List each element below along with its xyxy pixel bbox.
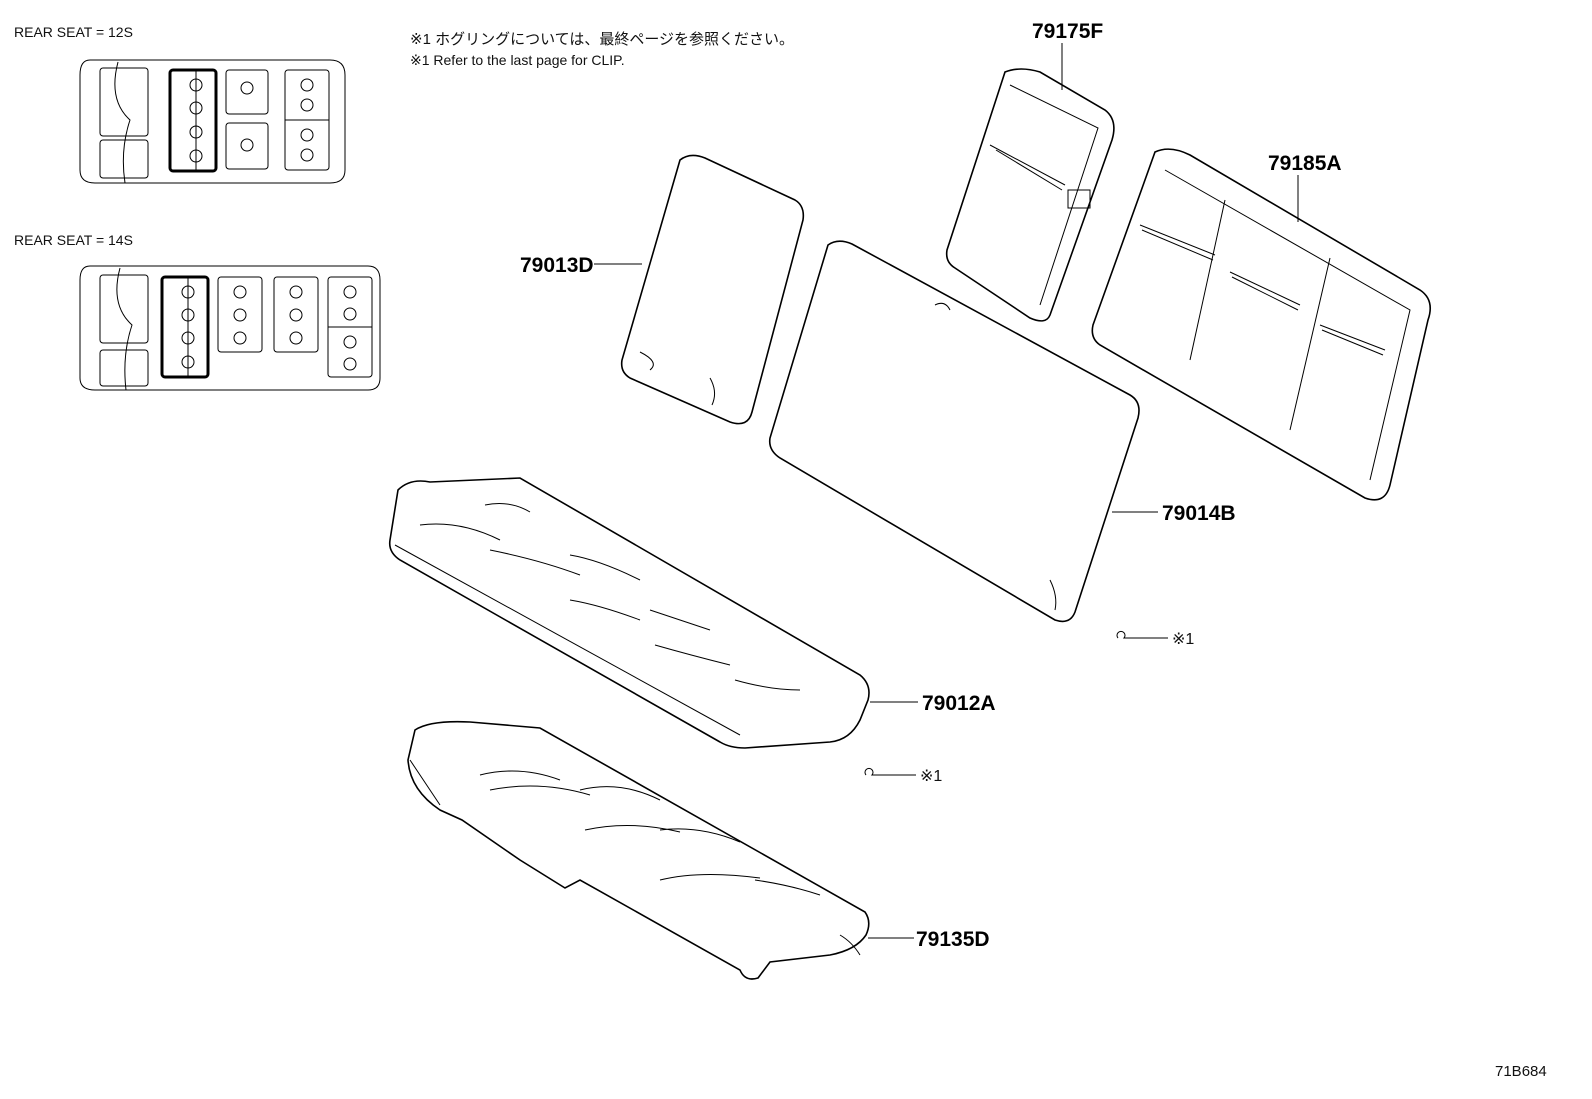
inset-rear-seat-12s: REAR SEAT = 12S [14, 24, 346, 184]
part-number-79013D[interactable]: 79013D [520, 254, 594, 277]
clip-ref-a-label: ※1 [1172, 631, 1194, 648]
clip-ref-b-label: ※1 [920, 768, 942, 785]
figure-id: 71B684 [1495, 1063, 1547, 1080]
seat-cushion-pad [388, 477, 870, 749]
inset-12s-label: REAR SEAT = 12S [14, 24, 133, 40]
highlighted-seat-14s [160, 275, 210, 379]
seat-cushion-cover [407, 720, 870, 980]
part-number-79012A[interactable]: 79012A [922, 692, 996, 715]
note-english: ※1 Refer to the last page for CLIP. [410, 52, 625, 68]
seatback-pad-small [620, 154, 805, 425]
seat-layout-14s-diagram [79, 265, 381, 391]
clip-ref-a: ※1 [1116, 630, 1194, 648]
highlighted-seat-12s [168, 68, 218, 173]
part-number-79135D[interactable]: 79135D [916, 928, 990, 951]
inset-14s-label: REAR SEAT = 14S [14, 232, 133, 248]
part-number-79185A[interactable]: 79185A [1268, 152, 1342, 175]
part-number-79014B[interactable]: 79014B [1162, 502, 1236, 525]
seatback-cover-single [945, 68, 1115, 322]
clip-ref-b: ※1 [864, 767, 942, 785]
seatback-pad-large [768, 240, 1140, 623]
note-japanese: ※1 ホグリングについては、最終ページを参照ください。 [410, 31, 794, 48]
inset-rear-seat-14s: REAR SEAT = 14S [14, 232, 381, 391]
seatback-cover-double [1091, 148, 1431, 501]
seat-layout-12s-diagram [79, 59, 346, 184]
part-number-79175F[interactable]: 79175F [1032, 20, 1103, 43]
